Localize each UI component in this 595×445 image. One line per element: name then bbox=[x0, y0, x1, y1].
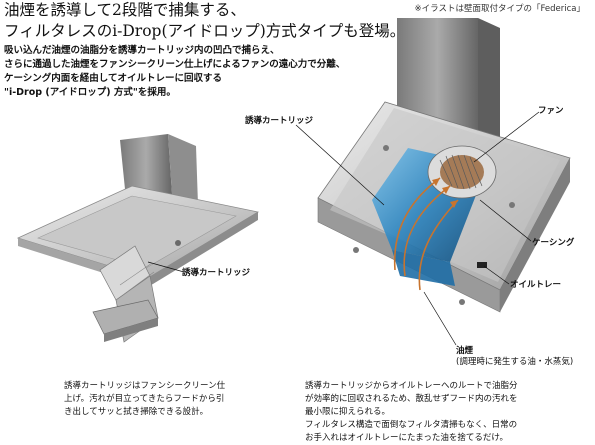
caption-right-line-3: 最小限に抑えられる。 bbox=[305, 407, 391, 417]
label-smoke-title: 油煙 bbox=[456, 346, 474, 356]
heading-line-2: フィルタレスのi-Drop(アイドロップ)方式タイプも登場。 bbox=[4, 22, 406, 40]
label-smoke: 油煙 (調理時に発生する油・水蒸気) bbox=[456, 346, 573, 368]
label-fan: ファン bbox=[538, 106, 564, 116]
label-oil-tray: オイルトレー bbox=[510, 280, 562, 290]
caption-right-line-1: 誘導カートリッジからオイルトレーへのルートで油脂分 bbox=[305, 381, 518, 391]
label-cartridge-left: 誘導カートリッジ bbox=[182, 268, 251, 278]
heading-line-1: 油煙を誘導して2段階で捕集する、 bbox=[4, 1, 246, 19]
caption-left: 誘導カートリッジはファンシークリーン仕 上げ。汚れが目立ってきたらフードから引 … bbox=[64, 380, 225, 419]
label-smoke-sub: (調理時に発生する油・水蒸気) bbox=[456, 357, 574, 367]
wall-hood-cutaway-illustration bbox=[295, 18, 571, 346]
caption-right-line-2: が効率的に回収されるため、散乱せずフード内の汚れを bbox=[305, 394, 518, 404]
caption-right-line-4: フィルタレス構造で面倒なフィルタ清掃もなく、日常の bbox=[305, 420, 518, 430]
intro-line-1: 吸い込んだ油煙の油脂分を誘導カートリッジ内の凹凸で捕らえ、 bbox=[4, 45, 280, 56]
illustration-note: ※イラストは壁面取付タイプの「Federica」 bbox=[414, 4, 585, 14]
caption-right: 誘導カートリッジからオイルトレーへのルートで油脂分 が効率的に回収されるため、散… bbox=[305, 380, 518, 445]
caption-left-line-1: 誘導カートリッジはファンシークリーン仕 bbox=[64, 381, 226, 391]
label-casing: ケーシング bbox=[532, 238, 575, 248]
ceiling-hood-illustration bbox=[16, 134, 260, 343]
intro-line-2: さらに通過した油煙をファンシークリーン仕上げによるファンの遠心力で分離、 bbox=[4, 59, 346, 70]
caption-left-line-3: き出してサッと拭き掃除できる設計。 bbox=[64, 407, 209, 417]
caption-right-line-5: お手入れはオイルトレーにたまった油を捨てるだけ。 bbox=[305, 433, 508, 443]
heading: 油煙を誘導して2段階で捕集する、 フィルタレスのi-Drop(アイドロップ)方式… bbox=[4, 0, 405, 42]
intro-line-3: ケーシング内面を経由してオイルトレーに回収する bbox=[4, 73, 223, 84]
caption-left-line-2: 上げ。汚れが目立ってきたらフードから引 bbox=[64, 394, 225, 404]
intro-text: 吸い込んだ油煙の油脂分を誘導カートリッジ内の凹凸で捕らえ、 さらに通過した油煙を… bbox=[4, 44, 345, 100]
intro-line-4: "i-Drop (アイドロップ) 方式"を採用。 bbox=[4, 87, 176, 98]
label-cartridge-right: 誘導カートリッジ bbox=[245, 116, 314, 126]
